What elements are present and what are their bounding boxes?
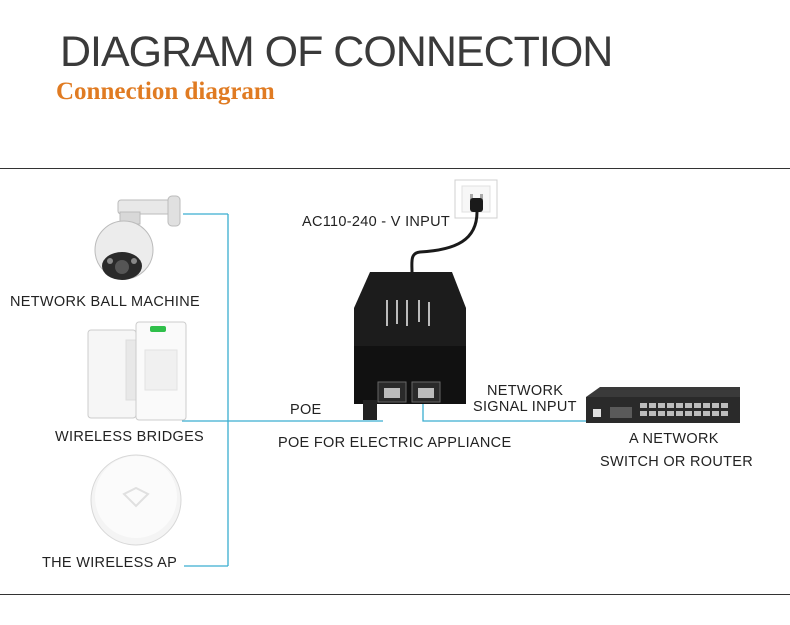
label-ac-input: AC110-240 - V INPUT xyxy=(302,214,451,230)
label-poe: POE xyxy=(290,402,322,418)
label-wireless-ap: THE WIRELESS AP xyxy=(42,555,178,571)
wireless-ap-icon xyxy=(90,454,182,546)
page-subtitle: Connection diagram xyxy=(56,78,275,105)
network-switch-icon xyxy=(586,387,740,423)
label-switch-or-router: SWITCH OR ROUTER xyxy=(600,454,754,470)
dome-camera-icon xyxy=(94,195,181,280)
page-title: DIAGRAM OF CONNECTION xyxy=(60,28,613,76)
label-network-ball-machine: NETWORK BALL MACHINE xyxy=(10,294,200,310)
label-poe-appliance: POE FOR ELECTRIC APPLIANCE xyxy=(278,435,512,451)
top-divider xyxy=(0,168,790,169)
label-wireless-bridges: WIRELESS BRIDGES xyxy=(55,429,205,445)
line-network xyxy=(422,401,586,422)
power-cable xyxy=(410,211,479,273)
label-signal-input: SIGNAL INPUT xyxy=(473,399,577,415)
label-network-switch: A NETWORK xyxy=(629,431,719,447)
bottom-divider xyxy=(0,594,790,595)
label-network: NETWORK xyxy=(487,383,564,399)
wireless-bridge-icon xyxy=(87,321,187,421)
poe-injector-icon xyxy=(354,272,466,420)
connection-lines xyxy=(182,213,586,567)
